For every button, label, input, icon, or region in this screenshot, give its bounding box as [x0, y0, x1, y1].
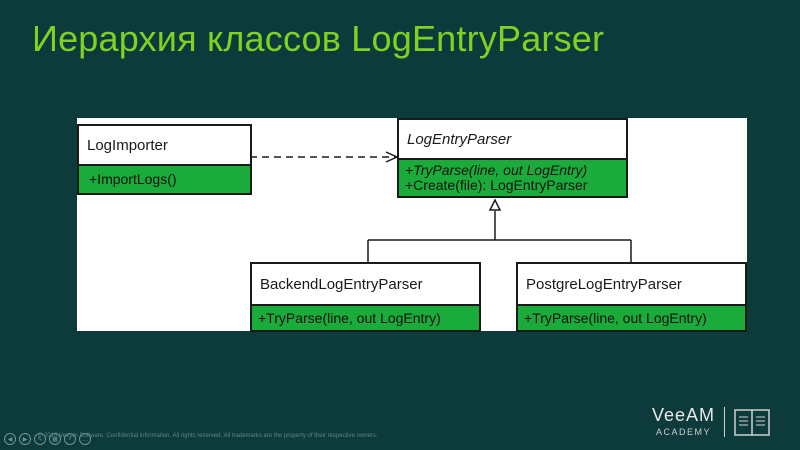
method: +TryParse(line, out LogEntry) [524, 310, 707, 326]
slides-icon[interactable]: ▦ [49, 433, 61, 445]
edit-icon[interactable]: ✎ [34, 433, 46, 445]
brand-logo: VeeAM ACADEMY [652, 405, 715, 437]
class-methods: +TryParse(line, out LogEntry) [518, 306, 745, 330]
class-methods: +TryParse(line, out LogEntry) [252, 306, 479, 330]
uml-diagram: LogImporter +ImportLogs() LogEntryParser… [77, 118, 747, 332]
method: +Create(file): LogEntryParser [405, 177, 588, 193]
next-icon[interactable]: ▶ [19, 433, 31, 445]
zoom-icon[interactable]: ⌕ [64, 433, 76, 445]
inheritance-arrowhead [488, 198, 502, 211]
method: +TryParse(line, out LogEntry) [258, 310, 441, 326]
class-name: PostgreLogEntryParser [518, 264, 745, 306]
class-name: LogImporter [79, 126, 250, 166]
brand-divider [724, 407, 725, 437]
class-methods: +ImportLogs() [79, 166, 250, 193]
class-name: BackendLogEntryParser [252, 264, 479, 306]
class-log-importer: LogImporter +ImportLogs() [77, 124, 252, 195]
class-log-entry-parser: LogEntryParser +TryParse(line, out LogEn… [397, 118, 628, 198]
class-name: LogEntryParser [399, 120, 626, 160]
brand-name: VeeAM [652, 405, 716, 425]
method: +ImportLogs() [89, 171, 177, 187]
method: +TryParse(line, out LogEntry) [405, 162, 588, 178]
class-postgre-log-entry-parser: PostgreLogEntryParser +TryParse(line, ou… [516, 262, 747, 332]
book-icon [734, 409, 770, 436]
brand-sub: ACADEMY [656, 427, 712, 437]
class-backend-log-entry-parser: BackendLogEntryParser +TryParse(line, ou… [250, 262, 481, 332]
relation-lines [250, 151, 632, 262]
prev-icon[interactable]: ◀ [4, 433, 16, 445]
slide-title: Иерархия классов LogEntryParser [32, 18, 605, 59]
footer-legal-text: © 2016 Veeam Software. Confidential info… [38, 433, 378, 439]
class-methods: +TryParse(line, out LogEntry) +Create(fi… [399, 160, 626, 196]
more-icon[interactable]: … [79, 433, 91, 445]
slide-nav-controls: ◀ ▶ ✎ ▦ ⌕ … [4, 433, 91, 445]
